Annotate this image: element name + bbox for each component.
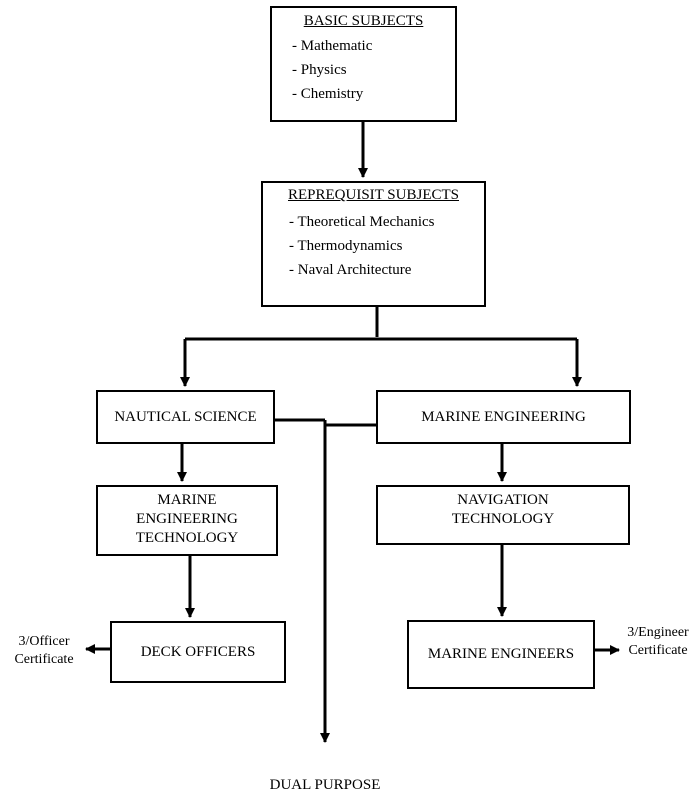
deck-officers-label: DECK OFFICERS (140, 643, 256, 660)
officer-certificate-line: 3/Officer (18, 634, 70, 649)
navtech-line: NAVIGATION (457, 492, 549, 508)
list-item: - Theoretical Mechanics (289, 214, 435, 230)
engineer-certificate-line: Certificate (628, 643, 688, 658)
marine-engineers-label: MARINE ENGINEERS (427, 646, 575, 662)
basic-subjects-box: BASIC SUBJECTS - Mathematic - Physics - … (270, 6, 457, 122)
deck-officers-box: DECK OFFICERS (110, 621, 286, 683)
prerequisit-subjects-list: - Theoretical Mechanics - Thermodynamics… (289, 210, 484, 282)
nautical-science-box: NAUTICAL SCIENCE (96, 390, 275, 444)
marine-engineering-label: MARINE ENGINEERING (421, 408, 586, 425)
navigation-technology-box: NAVIGATION TECHNOLOGY (376, 485, 630, 545)
prerequisit-subjects-title: REPREQUISIT SUBJECTS (287, 187, 459, 203)
met-line: TECHNOLOGY (135, 530, 239, 546)
list-item: - Chemistry (292, 86, 364, 102)
met-line: MARINE (157, 492, 217, 508)
list-item: - Thermodynamics (289, 238, 403, 254)
marine-engineers-box: MARINE ENGINEERS (407, 620, 595, 689)
basic-subjects-title: BASIC SUBJECTS (303, 13, 424, 29)
nautical-science-label: NAUTICAL SCIENCE (114, 408, 257, 425)
met-line: ENGINEERING (136, 511, 238, 527)
engineer-certificate-label: 3/Engineer Certificate (618, 624, 698, 660)
marine-engineering-technology-box: MARINE ENGINEERING TECHNOLOGY (96, 485, 278, 556)
basic-subjects-list: - Mathematic - Physics - Chemistry (292, 34, 455, 106)
officer-certificate-line: Certificate (14, 652, 74, 667)
list-item: - Naval Architecture (289, 262, 412, 278)
list-item: - Physics (292, 62, 347, 78)
list-item: - Mathematic (292, 38, 373, 54)
marine-engineering-box: MARINE ENGINEERING (376, 390, 631, 444)
navtech-line: TECHNOLOGY (451, 511, 555, 527)
engineer-certificate-line: 3/Engineer (627, 625, 689, 640)
prerequisit-subjects-box: REPREQUISIT SUBJECTS - Theoretical Mecha… (261, 181, 486, 307)
dual-purpose-label: DUAL PURPOSE (269, 777, 381, 793)
officer-certificate-label: 3/Officer Certificate (2, 633, 86, 669)
